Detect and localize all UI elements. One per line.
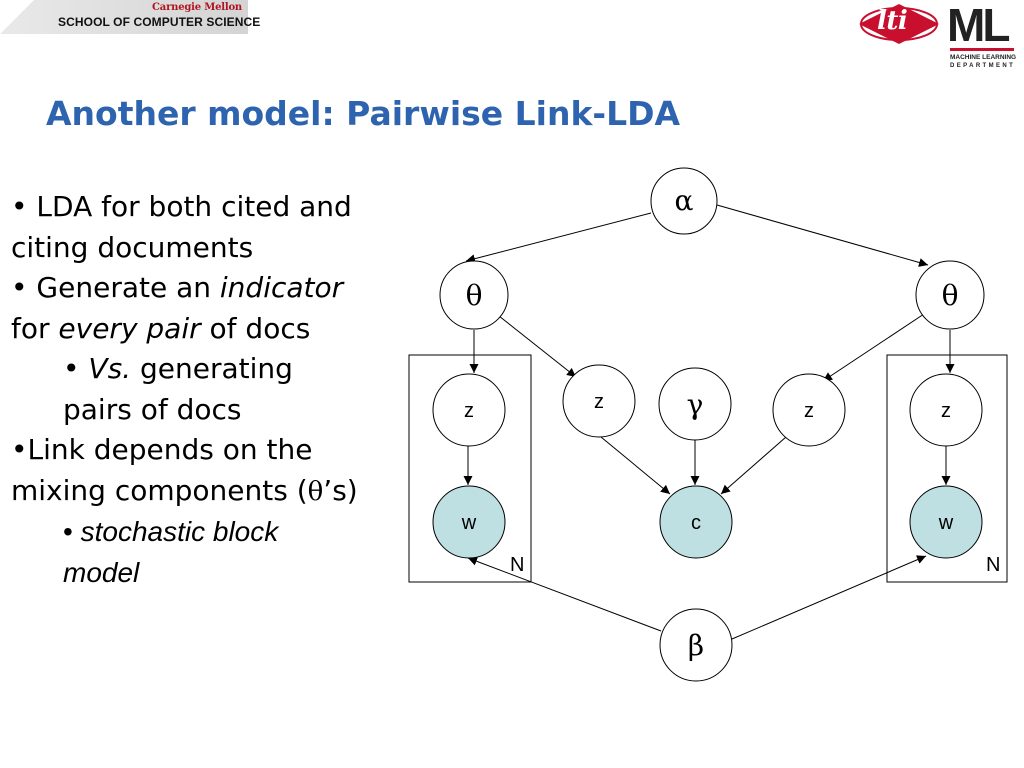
ml-dept-line2: DEPARTMENT [950, 63, 1016, 69]
node-c-label: c [691, 512, 701, 534]
edge-z-right-center-c [720, 436, 787, 495]
node-theta-right: θ [915, 260, 985, 330]
node-z-center-left: z [562, 364, 636, 438]
node-z-left: z [432, 373, 506, 447]
plate-left [408, 354, 532, 583]
plate-right-label: N [986, 554, 1000, 576]
bullet-indicator-em1: indicator [219, 271, 344, 304]
node-w-right-label: w [938, 512, 954, 534]
node-z-right: z [909, 373, 983, 447]
bullet-indicator: • Generate an indicator for every pair o… [11, 268, 361, 349]
node-c: c [659, 485, 733, 559]
node-w-left-label: w [461, 512, 477, 534]
edge-z-center-c [600, 436, 671, 495]
node-z-center-right: z [772, 373, 846, 447]
bullet-sbm: • stochastic block model [11, 512, 361, 593]
bullet-vs: • Vs. generating pairs of docs [11, 349, 361, 430]
cmu-banner: Carnegie Mellon SCHOOL OF COMPUTER SCIEN… [0, 0, 260, 34]
node-w-left: w [432, 485, 506, 559]
bullet-vs-pre: • [63, 352, 89, 385]
node-z-right-label: z [941, 400, 951, 422]
node-gamma-label: γ [687, 388, 704, 421]
bullet-indicator-em2: every pair [58, 311, 201, 345]
node-beta-label: β [688, 629, 704, 662]
ml-logo-text: ML [947, 0, 1010, 51]
lti-logo-icon [859, 4, 939, 44]
edge-beta-w-left [467, 556, 662, 632]
node-beta: β [659, 608, 733, 682]
plate-right [886, 354, 1008, 583]
school-name: SCHOOL OF COMPUTER SCIENCE [58, 15, 261, 29]
bullet-indicator-mid: for [11, 311, 59, 345]
cmu-logo-text: Carnegie Mellon [152, 2, 242, 13]
node-alpha-label: α [675, 184, 694, 217]
edges [463, 204, 955, 640]
node-z-center-left-label: z [594, 391, 604, 413]
node-gamma: γ [658, 367, 732, 441]
node-theta-left: θ [439, 260, 509, 330]
bullet-lda: • LDA for both cited and citing document… [11, 190, 352, 264]
bullet-link: •Link depends on the mixing components (… [11, 430, 361, 512]
bullet-vs-em: Vs. [88, 352, 132, 385]
node-w-right: w [909, 485, 983, 559]
node-z-left-label: z [464, 400, 474, 422]
node-z-center-right-label: z [804, 400, 814, 422]
edge-theta-left-z-center [498, 315, 577, 378]
slide-title: Another model: Pairwise Link-LDA [46, 94, 681, 133]
edge-theta-right-z-center [822, 313, 925, 382]
bullet-link-theta: θ [307, 476, 324, 507]
node-alpha: α [650, 167, 718, 235]
bullet-sbm-pre: • [63, 516, 81, 547]
banner-corner [0, 0, 34, 34]
lti-logo-text: lti [877, 6, 908, 36]
edge-alpha-theta-left [465, 212, 652, 264]
bullet-indicator-post: of docs [200, 311, 311, 345]
bullet-vs-post: generating pairs of docs [63, 352, 293, 426]
bullet-indicator-pre: • Generate an [11, 271, 220, 304]
ml-dept-line1: MACHINE LEARNING [950, 54, 1017, 61]
bullet-list: • LDA for both cited and citing document… [11, 187, 361, 593]
bullet-link-pre: •Link depends on the mixing components ( [11, 433, 313, 507]
ml-logo-bar [950, 48, 1014, 51]
edge-beta-w-right [731, 555, 927, 640]
node-theta-left-label: θ [466, 279, 483, 312]
edge-alpha-theta-right [716, 204, 929, 267]
bullet-sbm-em: stochastic block model [63, 516, 279, 588]
node-theta-right-label: θ [942, 279, 959, 312]
plate-left-label: N [510, 554, 524, 576]
bullet-link-post: ’s) [323, 473, 358, 507]
